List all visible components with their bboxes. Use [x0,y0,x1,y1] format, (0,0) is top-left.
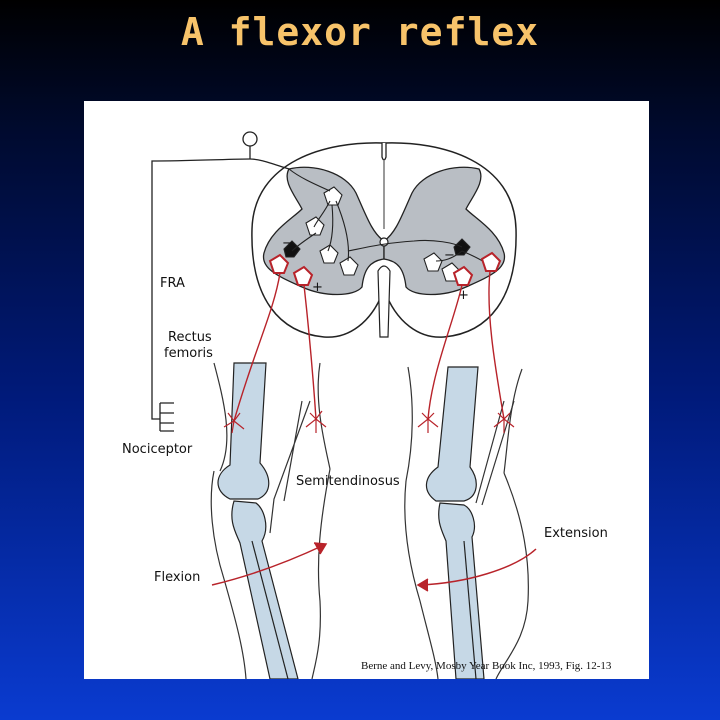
right-femur [425,366,479,502]
motor-neuron-extensor-right [480,251,502,272]
posterior-median-sulcus [381,143,387,161]
left-semitendinosus-tendon [269,400,311,534]
motor-neuron-extensor-left [292,265,314,286]
left-leg-flexion [210,362,331,679]
inhibitory-sign-right: − [444,248,455,263]
anterior-median-fissure [377,265,391,338]
interneurons-left [283,186,359,276]
semitendinosus-label: Semitendinosus [296,474,400,489]
right-tibia [438,502,485,679]
motor-neurons [268,251,502,286]
axon-to-right-tendon [488,270,505,420]
left-calf-outline [311,468,331,679]
motor-axons [223,270,515,434]
slide-title: A flexor reflex [180,10,540,54]
inhibitory-sign-left: − [282,236,293,251]
right-tendon [475,400,515,506]
flexion-label: Flexion [154,570,200,585]
nociceptor-label: Nociceptor [122,442,193,457]
right-fibula [463,540,477,679]
excitatory-sign-right: + [458,288,469,303]
axon-to-left-semitendinosus [303,284,317,420]
right-leg-extension [404,366,529,679]
extension-label: Extension [544,526,608,541]
fra-afferent-pathway [151,131,290,432]
gray-matter-right [383,166,506,296]
axon-to-left-rectus [233,272,281,422]
rectus-femoris-label-1: Rectus [168,330,212,345]
motor-neuron-flexor-right [452,265,474,286]
left-fibula [251,540,289,679]
rectus-femoris-label-2: femoris [164,346,213,361]
fra-label: FRA [160,276,185,291]
interneuron-fibers [288,168,489,266]
figure-panel: − + − + FRA Rectus femoris Nociceptor [84,101,649,679]
dorsal-root-ganglion [242,131,258,147]
motor-neuron-flexor-left [268,253,290,274]
flexor-reflex-diagram: − + − + FRA Rectus femoris Nociceptor [122,131,612,679]
right-thigh-outline [405,366,523,482]
excitatory-sign-left: + [312,280,323,295]
axon-to-right-rectus [427,284,463,420]
left-thigh-outline [213,362,331,472]
left-femur [217,362,270,500]
spinal-cord-section: − + − + [251,142,517,338]
flexion-arrow [211,544,325,586]
nociceptor-endings [159,402,174,432]
figure-citation: Berne and Levy, Mosby Year Book Inc, 199… [361,660,612,672]
extension-arrow [419,548,537,586]
motion-arrows [211,542,537,592]
right-calf-outline [495,472,529,679]
